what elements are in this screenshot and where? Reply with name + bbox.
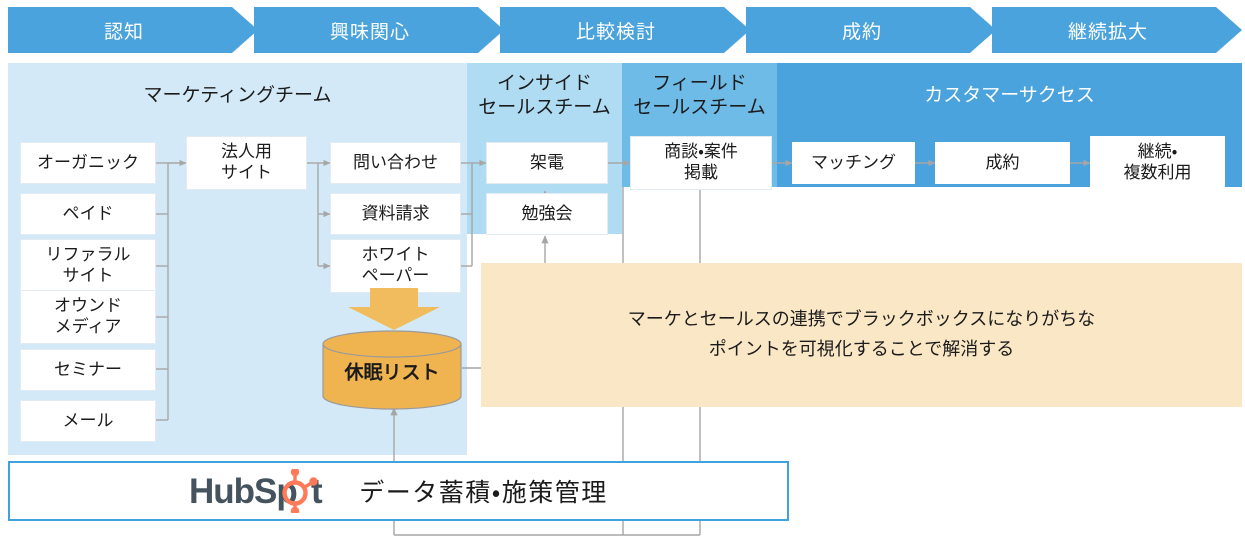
stage-chevron-expansion: 継続拡大 — [992, 7, 1242, 53]
channel-label: セミナー — [54, 359, 122, 379]
channel-label-line2: メディア — [54, 317, 122, 336]
team-label-text-line1: インサイド — [496, 72, 592, 94]
channel-label: オーガニック — [37, 152, 139, 172]
corporate-site-label-line1: 法人用 — [221, 142, 272, 162]
channel-box-organic[interactable]: オーガニック — [20, 142, 156, 184]
stage-chevron-contract: 成約 — [746, 7, 996, 53]
channel-box-owned-media[interactable]: オウンド メディア — [20, 290, 156, 344]
inside-sales-box-call[interactable]: 架電 — [486, 142, 608, 184]
corporate-site-label-line2: サイト — [221, 163, 272, 182]
stage-chevron-interest: 興味関心 — [254, 7, 504, 53]
channel-label-line1: オウンド — [54, 296, 122, 316]
conversion-label-line1: ホワイト — [361, 245, 430, 265]
channel-label: メール — [62, 410, 114, 430]
callout-note: マーケとセールスの連携でブラックボックスになりがちな ポイントを可視化することで… — [481, 263, 1242, 407]
team-label-text: カスタマーサクセス — [924, 84, 1095, 106]
callout-text-line1: マーケとセールスの連携でブラックボックスになりがちな — [627, 309, 1096, 330]
channel-label-line2: サイト — [62, 266, 114, 285]
customer-success-box-matching[interactable]: マッチング — [792, 142, 915, 184]
team-label-text-line2: セールスチーム — [478, 96, 611, 118]
stage-chevron-label: 認知 — [103, 21, 144, 43]
customer-success-label: マッチング — [811, 152, 896, 172]
conversion-label: 資料請求 — [361, 203, 430, 223]
orange-down-arrow-icon — [348, 288, 440, 330]
stage-chevron-label: 興味関心 — [329, 21, 410, 43]
channel-label-line1: リファラル — [45, 245, 131, 265]
customer-success-label-line1: 継続・ — [1137, 142, 1178, 162]
inside-sales-label: 架電 — [530, 152, 564, 172]
stage-chevron-label: 比較検討 — [575, 21, 656, 43]
hubspot-caption: データ蓄積・施策管理 — [359, 479, 608, 507]
customer-success-label-line2: 複数利用 — [1123, 163, 1192, 182]
team-label-inside-sales: インサイド セールスチーム — [467, 63, 622, 128]
team-label-customer-success: カスタマーサクセス — [777, 63, 1242, 128]
channel-label: ペイド — [62, 203, 114, 223]
customer-success-box-renewal[interactable]: 継続・ 複数利用 — [1090, 136, 1225, 190]
stage-chevron-label: 継続拡大 — [1067, 21, 1148, 43]
conversion-box-inquiry[interactable]: 問い合わせ — [330, 142, 461, 184]
conversion-label: 問い合わせ — [353, 152, 438, 172]
hubspot-logo: HubSp t — [189, 469, 341, 513]
conversion-box-whitepaper[interactable]: ホワイト ペーパー — [330, 239, 461, 293]
hubspot-sprocket-icon — [282, 469, 318, 513]
field-sales-box-deal[interactable]: 商談・案件 掲載 — [630, 136, 772, 190]
team-label-text-line1: フィールド — [652, 72, 747, 94]
inside-sales-label: 勉強会 — [521, 203, 573, 223]
team-label-text: マーケティングチーム — [143, 84, 332, 106]
dormant-list-label: 休眠リスト — [344, 362, 440, 384]
stage-chevron-label: 成約 — [841, 21, 882, 43]
conversion-label-line2: ペーパー — [361, 266, 430, 285]
stage-chevron-comparison: 比較検討 — [500, 7, 750, 53]
field-sales-label-line2: 掲載 — [684, 163, 718, 182]
svg-text:HubSp: HubSp — [189, 472, 297, 511]
field-sales-label-line1: 商談・案件 — [664, 142, 738, 162]
channel-box-seminar[interactable]: セミナー — [20, 349, 156, 391]
dormant-list-database[interactable]: 休眠リスト — [322, 330, 462, 410]
hubspot-platform-bar[interactable]: HubSp t データ蓄積・施策管理 — [8, 461, 789, 521]
channel-box-paid[interactable]: ペイド — [20, 193, 156, 235]
corporate-site-box[interactable]: 法人用 サイト — [186, 136, 307, 190]
callout-text-line2: ポイントを可視化することで解消する — [708, 339, 1015, 359]
customer-success-label: 成約 — [985, 152, 1020, 172]
conversion-box-document-request[interactable]: 資料請求 — [330, 193, 461, 235]
channel-box-mail[interactable]: メール — [20, 400, 156, 442]
team-label-text-line2: セールスチーム — [633, 96, 766, 118]
team-label-marketing: マーケティングチーム — [8, 63, 467, 128]
team-label-field-sales: フィールド セールスチーム — [622, 63, 777, 128]
customer-success-box-contract[interactable]: 成約 — [935, 142, 1070, 184]
stage-chevron-awareness: 認知 — [8, 7, 258, 53]
hubspot-logo-icon: HubSp t — [189, 469, 323, 513]
inside-sales-box-study-session[interactable]: 勉強会 — [486, 193, 608, 235]
channel-box-referral-site[interactable]: リファラル サイト — [20, 239, 156, 293]
